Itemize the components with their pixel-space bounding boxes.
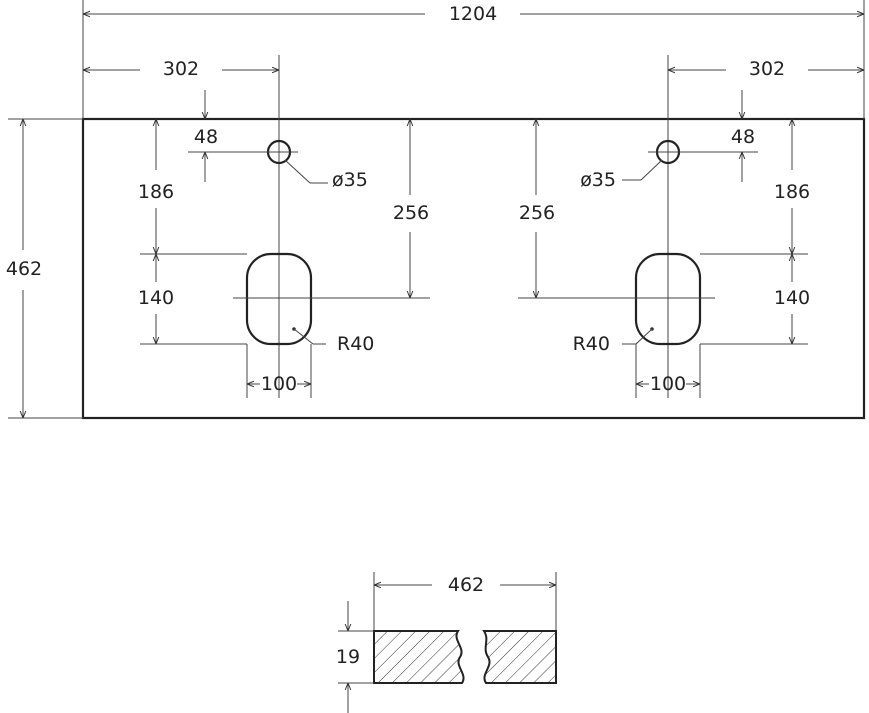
- overall-width-label: 1204: [449, 3, 497, 25]
- section-depth-label: 462: [448, 574, 484, 596]
- right-sink: 302 48 ø35 186 140: [518, 55, 864, 398]
- countertop-outline: [81, 117, 866, 420]
- left-drain-top-label: 186: [138, 181, 174, 203]
- right-drain-length-label: 140: [774, 287, 810, 309]
- right-drain-top-label: 186: [774, 181, 810, 203]
- top-view: 1204 462 302 48: [6, 0, 866, 420]
- right-tap-hole-label: ø35: [580, 169, 616, 191]
- left-tap-hole-label: ø35: [332, 169, 368, 191]
- section-thickness-label: 19: [336, 646, 360, 668]
- right-drain-width-label: 100: [650, 373, 686, 395]
- left-drain-length-label: 140: [138, 287, 174, 309]
- overall-depth-label: 462: [6, 258, 42, 280]
- overall-width-dimension: 1204: [82, 0, 865, 119]
- right-tap-offset-label: 302: [749, 58, 785, 80]
- overall-depth-dimension: 462: [6, 118, 83, 419]
- left-tap-from-back-label: 48: [194, 126, 218, 148]
- right-tap-from-back-label: 48: [731, 126, 755, 148]
- left-drain-slot: [245, 252, 313, 346]
- left-tap-offset-label: 302: [163, 58, 199, 80]
- right-drain-center-label: 256: [519, 202, 555, 224]
- left-drain-center-label: 256: [393, 202, 429, 224]
- right-drain-slot: [634, 252, 702, 346]
- section-view: 462 19: [336, 572, 557, 713]
- section-block-right: [482, 630, 557, 684]
- left-sink: 302 48 ø35 186 140: [83, 55, 430, 398]
- left-drain-width-label: 100: [261, 373, 297, 395]
- section-block-left: [373, 630, 465, 684]
- left-drain-radius-label: R40: [337, 333, 374, 355]
- right-drain-radius-label: R40: [573, 333, 610, 355]
